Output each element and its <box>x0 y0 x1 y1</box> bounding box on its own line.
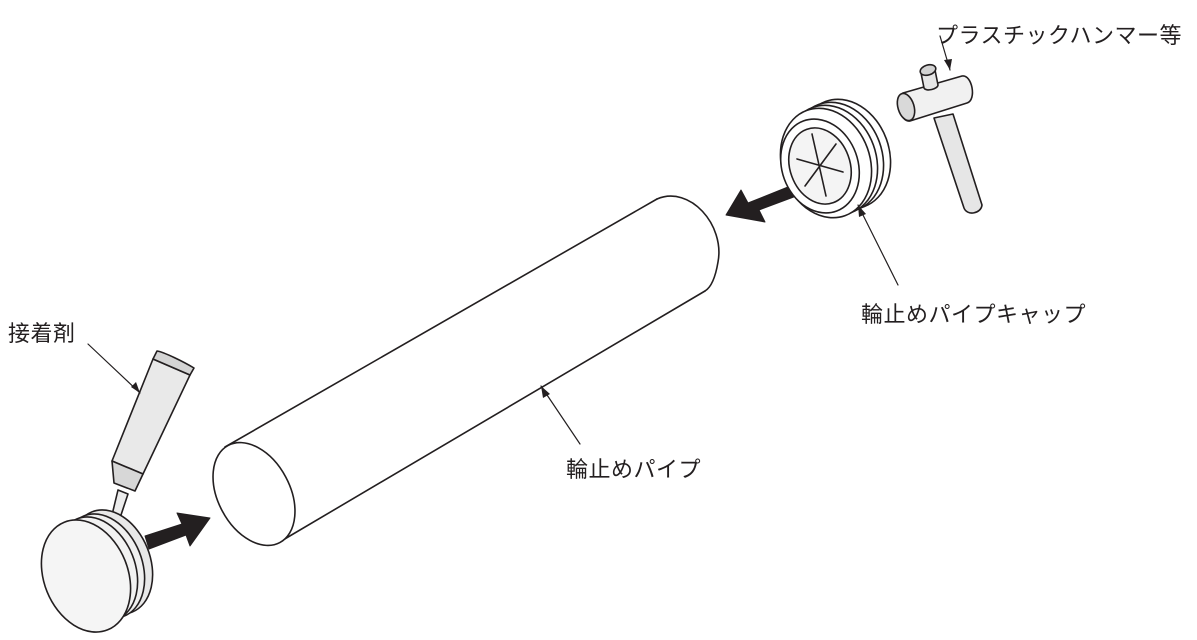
leader-cap <box>857 204 899 286</box>
leader-pipe <box>540 385 581 445</box>
end-cap <box>40 509 154 633</box>
label-pipe-cap: 輪止めパイプキャップ <box>861 303 1087 328</box>
adhesive-tube <box>107 350 195 537</box>
pipe <box>212 195 720 547</box>
arrow-insert-endcap <box>144 512 211 550</box>
plastic-hammer <box>896 63 983 214</box>
leader-lines <box>87 35 951 445</box>
label-plastic-hammer: プラスチックハンマー等 <box>936 24 1182 49</box>
leader-adhesive <box>87 343 141 394</box>
arrow-insert-cap <box>725 186 800 223</box>
label-pipe: 輪止めパイプ <box>566 458 702 483</box>
label-adhesive: 接着剤 <box>8 322 76 347</box>
pipe-cap <box>779 98 892 219</box>
